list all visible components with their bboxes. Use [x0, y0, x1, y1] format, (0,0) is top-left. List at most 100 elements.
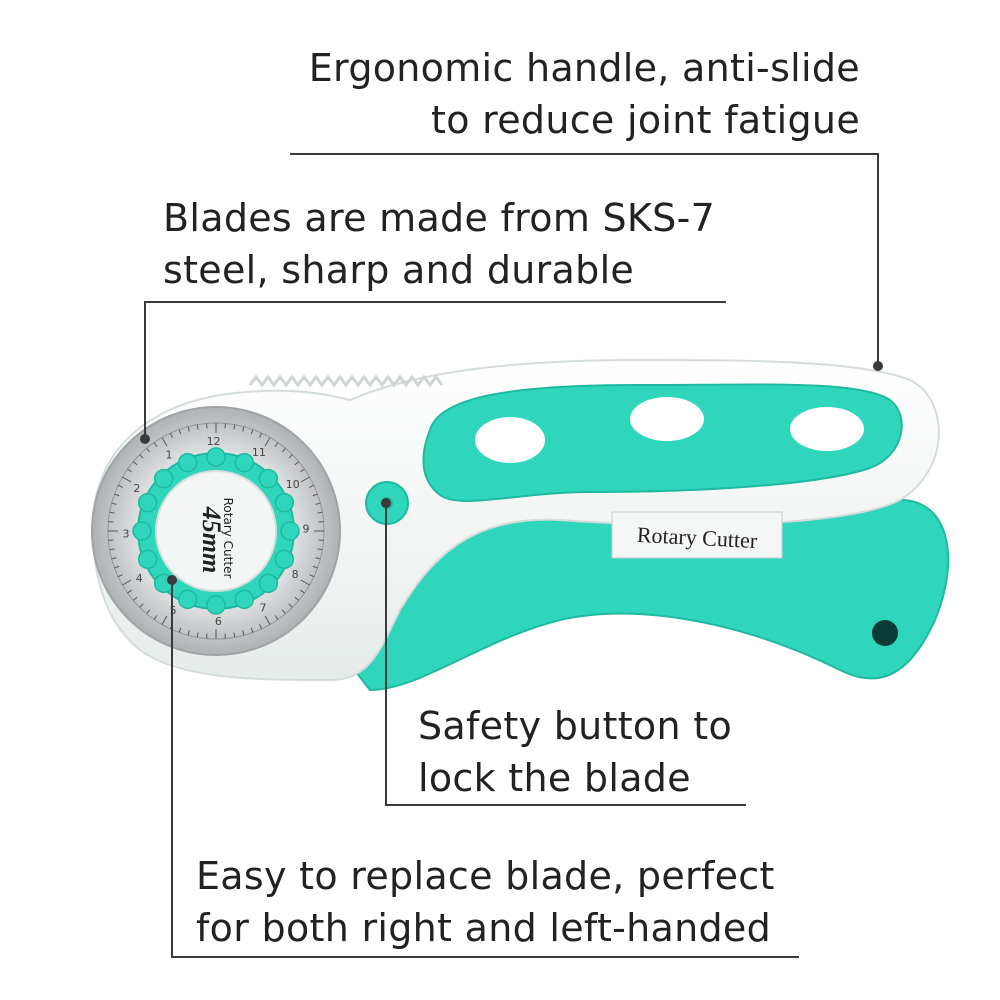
blade-tick — [178, 627, 182, 633]
blade-tick — [300, 468, 305, 473]
blade-knob-face — [155, 470, 277, 592]
blade-tick — [309, 574, 315, 578]
blade-tick — [153, 615, 158, 620]
knob-scallop — [258, 468, 279, 489]
blade-tick — [139, 454, 144, 459]
blade-tick — [117, 574, 123, 578]
blade-tick — [122, 476, 132, 483]
blade-tick — [281, 609, 286, 615]
blade-tick — [109, 511, 115, 514]
blade-tick — [117, 484, 123, 488]
blade-scale-number: 2 — [133, 482, 140, 495]
knob-size: 45mm — [197, 506, 226, 573]
blade-tick — [132, 596, 138, 601]
leader-blade-v — [144, 301, 146, 439]
blade-scale-number: 10 — [286, 478, 300, 491]
blade-tick — [146, 447, 151, 453]
blade-tick — [309, 484, 315, 488]
blade-tick — [178, 429, 182, 435]
blade-tick — [109, 548, 115, 551]
blade-tick — [169, 432, 173, 438]
blade-tick — [132, 461, 138, 466]
callout-safety-line1: Safety button to — [418, 704, 732, 748]
serrated-edge — [248, 374, 444, 388]
blade-scale-number: 3 — [123, 527, 130, 540]
blade-tick — [187, 426, 190, 432]
blade-tick — [300, 589, 305, 594]
blade-scale-number: 1 — [165, 448, 172, 461]
blade-tick — [139, 603, 144, 608]
blade-scale-number: 8 — [292, 568, 299, 581]
blade-scale-number: 9 — [302, 523, 309, 536]
leader-replace-h — [171, 956, 799, 958]
blade-tick — [242, 426, 245, 432]
blade-tick — [315, 557, 321, 560]
blade-tick — [233, 424, 236, 430]
leader-safety-h — [385, 804, 746, 806]
handle-sticker — [611, 511, 783, 559]
callout-blade-line1: Blades are made from SKS-7 — [163, 196, 716, 240]
blade-tick — [300, 476, 310, 483]
blade-scale-number: 11 — [252, 446, 266, 459]
callout-replace-line1: Easy to replace blade, perfect — [196, 854, 775, 898]
blade-tick — [250, 429, 254, 435]
leader-handle-h — [290, 153, 879, 155]
knob-label: Rotary Cutter — [221, 498, 235, 579]
knob-scallop — [177, 589, 198, 610]
blade-tick — [259, 432, 263, 438]
grip-hole-1 — [475, 417, 545, 463]
knob-scallop — [258, 573, 279, 594]
knob-scallop — [137, 492, 158, 513]
blade-tick — [146, 609, 151, 615]
knob-scallop — [234, 589, 255, 610]
blade-tick — [250, 627, 254, 633]
knob-scallop — [137, 549, 158, 570]
callout-handle-line2: to reduce joint fatigue — [431, 98, 860, 142]
knob-scallop — [234, 452, 255, 473]
leader-safety-v — [385, 503, 387, 805]
blade-tick — [161, 437, 168, 447]
blade-tick — [264, 615, 271, 625]
blade-tick — [153, 442, 158, 447]
blade-tick — [114, 565, 120, 569]
blade-tick — [300, 579, 310, 586]
blade-tick — [196, 424, 199, 430]
blade-scale-number: 4 — [136, 572, 143, 585]
knob-scallop — [132, 521, 152, 541]
blade-tick — [274, 615, 279, 620]
blade-scale-number: 7 — [260, 602, 267, 615]
knob-scallop — [274, 549, 295, 570]
grip-hole-3 — [790, 407, 864, 451]
blade-tick — [127, 589, 132, 594]
knob-scallop — [280, 521, 300, 541]
callout-replace: Easy to replace blade, perfect for both … — [196, 850, 775, 954]
grip-hole-2 — [630, 397, 704, 441]
callout-handle: Ergonomic handle, anti-slide to reduce j… — [309, 42, 860, 146]
callout-safety: Safety button to lock the blade — [418, 700, 732, 804]
blade-scale-number: 5 — [170, 604, 177, 617]
leader-blade-dot — [140, 434, 150, 444]
knob-scallop — [177, 452, 198, 473]
blade-tick — [274, 442, 279, 447]
knob-scallop — [274, 492, 295, 513]
blade-tick — [264, 437, 271, 447]
blade-tick — [122, 579, 132, 586]
blade-tick — [187, 630, 190, 636]
blade-tick — [317, 511, 323, 514]
blade-tick — [312, 565, 318, 569]
blade-tick — [281, 447, 286, 453]
blade-tick — [288, 603, 293, 608]
blade-tick — [111, 502, 117, 505]
blade-tick — [233, 632, 236, 638]
blade-scale-ticks — [108, 423, 324, 639]
blade-tick — [288, 454, 293, 459]
blade-tick — [114, 493, 120, 497]
leader-safety-dot — [381, 498, 391, 508]
leader-replace-v — [171, 580, 173, 957]
blade-tick — [111, 557, 117, 560]
leader-handle-dot — [873, 361, 883, 371]
callout-handle-line1: Ergonomic handle, anti-slide — [308, 46, 860, 90]
blade-tick — [161, 615, 168, 625]
